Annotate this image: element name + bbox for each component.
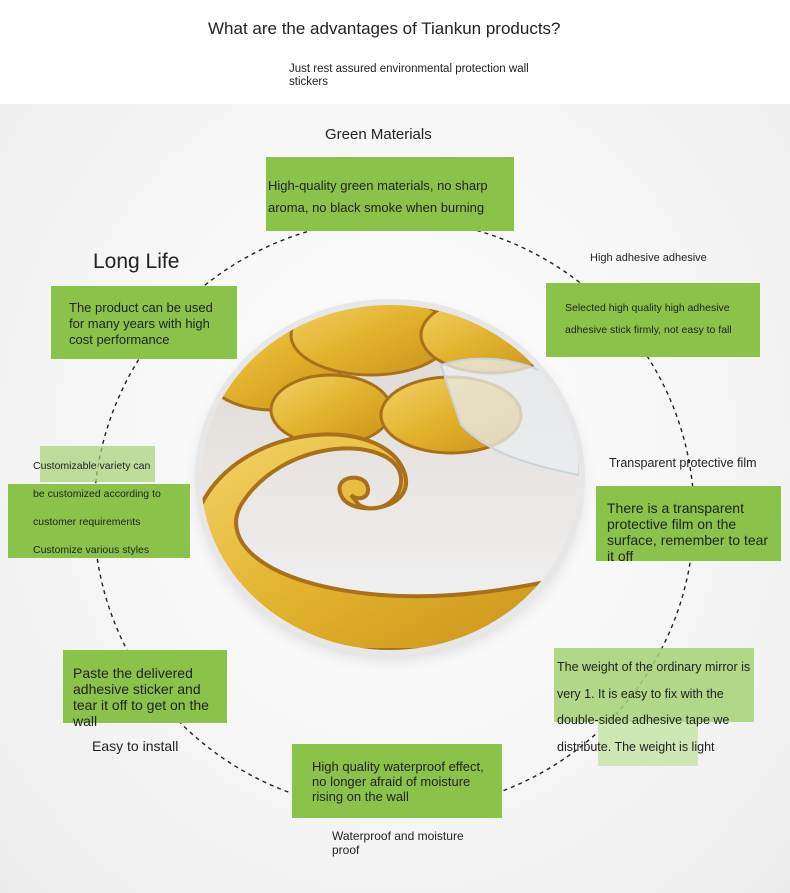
long-life-text: The product can be used for many years w… (69, 300, 213, 347)
waterproof-text: High quality waterproof effect, no longe… (312, 759, 484, 804)
customizable-box-top (40, 446, 155, 482)
page-title: What are the advantages of Tiankun produ… (208, 19, 561, 38)
waterproof-box: High quality waterproof effect, no longe… (292, 744, 502, 818)
waterproof-label: Waterproof and moisture proof (332, 829, 464, 857)
adhesive-label: High adhesive adhesive (590, 252, 707, 264)
install-box: Paste the delivered adhesive sticker and… (63, 650, 227, 729)
install-text: Paste the delivered adhesive sticker and… (73, 665, 209, 729)
green-materials-text: High-quality green materials, no sharp a… (268, 178, 488, 215)
film-box: There is a transparent protective film o… (596, 486, 781, 564)
adhesive-box: Selected high quality high adhesive adhe… (546, 283, 760, 357)
page-subtitle: Just rest assured environmental protecti… (289, 63, 529, 89)
long-life-label: Long Life (93, 250, 180, 273)
product-photo (201, 305, 579, 650)
adhesive-text: Selected high quality high adhesive adhe… (565, 302, 732, 336)
green-materials-label: Green Materials (325, 126, 432, 143)
install-label: Easy to install (92, 738, 179, 754)
customizable-box (8, 484, 190, 558)
film-label: Transparent protective film (609, 456, 757, 470)
header-band (0, 0, 790, 104)
weight-box (554, 648, 754, 722)
green-materials-box: High-quality green materials, no sharp a… (266, 157, 514, 231)
weight-box-bottom (598, 722, 698, 766)
film-text: There is a transparent protective film o… (607, 500, 769, 564)
mirror-sticker-illustration (201, 305, 579, 650)
long-life-box: The product can be used for many years w… (51, 286, 237, 359)
customizable-text: Customizable variety can be customized a… (33, 460, 161, 556)
weight-text: The weight of the ordinary mirror is ver… (557, 660, 751, 754)
